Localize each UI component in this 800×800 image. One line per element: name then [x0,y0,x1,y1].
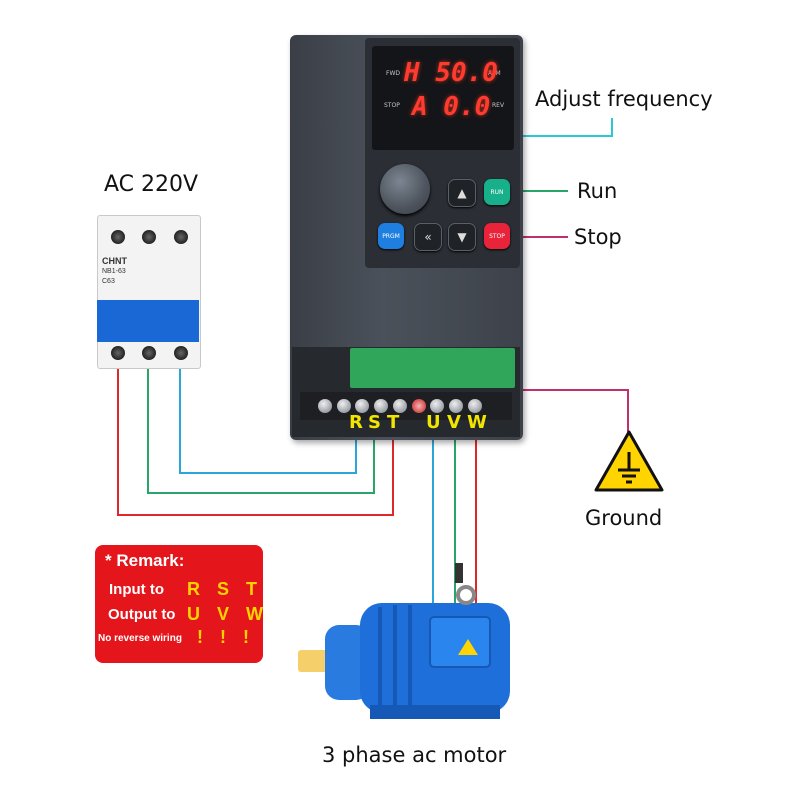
stop-label: Stop [574,225,622,249]
down-arrow-icon: ▼ [457,230,467,244]
motor-label: 3 phase ac motor [322,743,507,767]
terminal-screw [468,399,482,413]
terminal-screw [337,399,351,413]
wire-s [147,358,375,494]
alm-indicator: ALM [488,70,501,77]
remark-input-value: R S T [187,579,264,599]
three-phase-motor [298,563,510,719]
terminal-label-t: T [387,412,400,433]
frequency-readout: H 50.0 [404,58,498,88]
breaker-rating: C63 [102,278,115,285]
remark-output-label: Output to [108,606,176,623]
rev-indicator: REV [492,102,505,109]
double-chevron-left-icon: « [424,230,432,244]
led-display: FWD ALM STOP REV H 50.0 A 0.0 [372,46,514,150]
ac-supply-label: AC 220V [104,172,199,197]
fwd-indicator: FWD [386,70,401,77]
breaker-model: NB1-63 [102,268,126,275]
wire-t [179,358,357,474]
ground-warning-icon [594,430,664,492]
terminal-label-w: W [467,412,487,433]
stop-button[interactable]: STOP [484,223,510,249]
remark-warning-marks: ! ! ! [197,627,255,647]
current-readout: A 0.0 [412,92,491,122]
up-arrow-button[interactable]: ▲ [448,179,476,207]
run-button[interactable]: RUN [484,179,510,205]
terminal-screw [393,399,407,413]
remark-title: * Remark: [105,551,185,570]
terminal-label-v: V [447,412,461,433]
terminal-label-r: R [349,412,363,433]
terminal-label-s: S [368,412,381,433]
ground-label: Ground [585,506,663,530]
control-terminal-block [350,348,515,388]
remark-input-label: Input to [109,581,164,598]
prgm-button[interactable]: PRGM [378,223,404,249]
terminal-label-u: U [426,412,441,433]
breaker-screw [142,346,156,360]
frequency-knob[interactable] [380,164,430,214]
breaker-brand: CHNT [102,256,127,266]
stop-indicator: STOP [384,102,400,109]
shift-button[interactable]: « [414,223,442,251]
circuit-breaker: CHNT NB1-63 C63 [97,215,201,369]
terminal-screw [355,399,369,413]
breaker-screw [142,230,156,244]
power-terminal-strip [300,392,512,420]
breaker-handle[interactable] [97,300,199,342]
breaker-screw [174,346,188,360]
breaker-screw [174,230,188,244]
remark-output-value: U V W [187,604,269,624]
remark-warning: No reverse wiring [98,633,182,644]
adjust-frequency-label: Adjust frequency [535,87,713,111]
terminal-screw [318,399,332,413]
up-arrow-icon: ▲ [457,186,467,200]
terminal-screw [449,399,463,413]
run-label: Run [577,179,618,203]
remark-box: * Remark: Input to R S T Output to U V W… [95,545,263,663]
breaker-screw [111,230,125,244]
terminal-screw [430,399,444,413]
down-arrow-button[interactable]: ▼ [448,223,476,251]
wire-r [117,358,394,516]
ground-terminal-screw [412,399,426,413]
terminal-screw [374,399,388,413]
breaker-screw [111,346,125,360]
